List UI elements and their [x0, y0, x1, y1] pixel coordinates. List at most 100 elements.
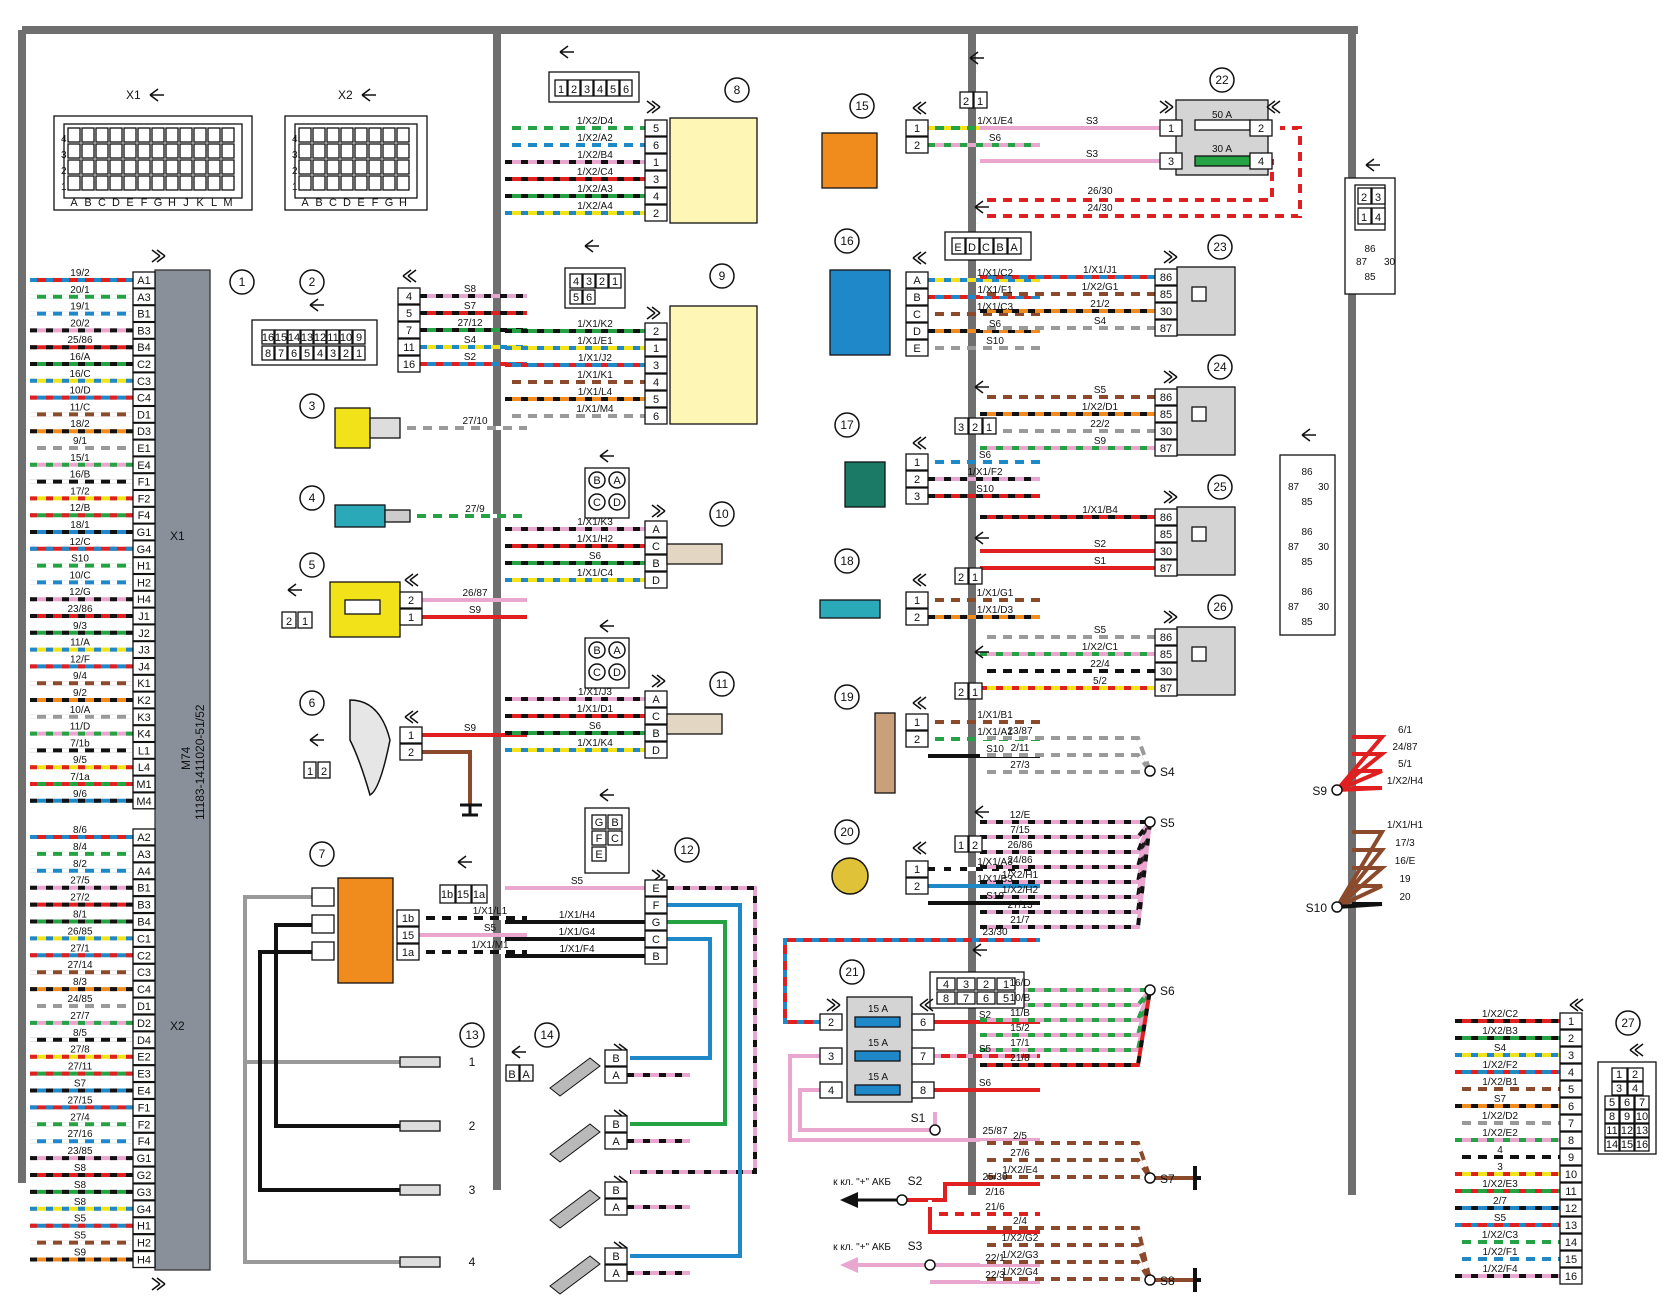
- ecu-x1-pin-box: [132, 792, 156, 810]
- component-3-number-text: 3: [309, 399, 316, 413]
- component-19-pin-box: [905, 730, 929, 748]
- ecu-x1-wire-label: 25/86: [67, 335, 92, 346]
- component-2-cell-label: 6: [291, 348, 297, 360]
- ecu-x1-face-pin-cell: [81, 175, 95, 191]
- component-12-pin-box: [644, 896, 668, 914]
- component-2-pin-label: 16: [403, 359, 415, 371]
- component-21-face-cell: [936, 977, 956, 991]
- splice-s5-dot: [1144, 816, 1156, 828]
- ecu-x1-pin-label: B1: [137, 309, 150, 321]
- component-23-pin-label: 86: [1160, 272, 1172, 284]
- relay-block-30: 30: [1318, 542, 1330, 553]
- component-27-face-label: 15: [1621, 1139, 1633, 1151]
- component-23-wire-label: 21/2: [1090, 299, 1110, 310]
- component-8-pin-box: [644, 153, 668, 171]
- component-9-face-label: 6: [586, 292, 592, 304]
- ecu-x2-wire-label: S5: [74, 1214, 87, 1225]
- component-8-wire-label: 1/X2/A4: [577, 201, 613, 212]
- component-15-face-cell: [973, 91, 988, 109]
- component-10-face-label: B: [593, 475, 600, 487]
- component-9-pin-box: [644, 322, 668, 340]
- component-27-face-label: 6: [1624, 1097, 1630, 1109]
- component-17-face-label: 3: [958, 422, 964, 434]
- component-10-sensor: [666, 543, 723, 565]
- ecu-x2-pin-box: [132, 845, 156, 863]
- splice-s10-wire: [1336, 902, 1383, 909]
- ecu-x1-wire-label: 10/A: [70, 705, 91, 716]
- ecu-x2-face-pin-cell: [354, 143, 368, 159]
- splice-s5-wire-label: 1/X2/H1: [1002, 870, 1039, 881]
- component-21-face-cell: [996, 977, 1016, 991]
- splice-s2-wire-label: 21/6: [985, 1202, 1005, 1213]
- ecu-x1-pin-box: [132, 775, 156, 793]
- component-12-wire-label: 1/X1/G4: [559, 927, 596, 938]
- splice-s5-wire-stripe: [980, 820, 1152, 839]
- component-12-wire-label: 1/X1/H4: [559, 910, 596, 921]
- component-10-wire-label: 1/X1/K3: [577, 517, 613, 528]
- component-27-wire-label: 1/X2/F2: [1482, 1060, 1517, 1071]
- ecu-x1-face-pin-cell: [109, 127, 123, 143]
- component-25-connector-mark: [1163, 490, 1178, 504]
- component-17-body: [844, 461, 886, 508]
- component-17-pin-label: 3: [914, 491, 920, 503]
- component-22-wire-label: 24/30: [1087, 203, 1112, 214]
- component-26-wire-label: 5/2: [1093, 676, 1107, 687]
- component-10-pin-label: C: [652, 541, 660, 553]
- splice-s7-label: S7: [1160, 1172, 1175, 1186]
- ecu-x1-face-pin-cell: [221, 143, 235, 159]
- component-9-wire-label: 1/X1/M4: [576, 404, 614, 415]
- component-3-body: [334, 407, 371, 449]
- splice-s7-wire-stripe: [980, 1158, 1152, 1180]
- splice-s4-dot: [1144, 765, 1156, 777]
- component-12-wire-label: 1/X1/F4: [559, 944, 594, 955]
- splice-s10-label: S10: [1306, 901, 1328, 915]
- component-16-face-cell: [979, 237, 994, 255]
- component-22-wire-label: 26/30: [1087, 186, 1112, 197]
- component-12-face-cell: [591, 830, 607, 846]
- component-2-pin-label: 5: [406, 308, 412, 320]
- component-18-plug-mark: [974, 531, 989, 545]
- component-7-pin-label: 15: [402, 930, 414, 942]
- component-26-pin-box: [1154, 645, 1178, 663]
- component-26-wire-label: 22/4: [1090, 659, 1110, 670]
- component-24-pin-box: [1154, 405, 1178, 423]
- ecu-x1-face-row-number: 1: [61, 182, 67, 193]
- ecu-x1-wire-label: 12/C: [69, 537, 90, 548]
- component-10-number-text: 10: [715, 507, 729, 521]
- component-9-pin-label: 6: [653, 411, 659, 423]
- component-5-pin-label: 2: [408, 595, 414, 607]
- ecu-x1-face-pin-cell: [165, 127, 179, 143]
- component-22-number: [1209, 67, 1235, 93]
- component-18-pin-box: [905, 591, 929, 609]
- ecu-x2-pin-box: [132, 1217, 156, 1235]
- component-2-connector-mark: [402, 269, 417, 283]
- component-27-face-label: 9: [1624, 1111, 1630, 1123]
- splice-s2-dot: [896, 1194, 908, 1206]
- ecu-x1-wire-label: 9/6: [73, 789, 87, 800]
- component-14-pin-label: A: [612, 1268, 620, 1280]
- ecu-x2-pin-label: B4: [137, 917, 150, 929]
- component-14-injector: [549, 1255, 601, 1295]
- component-25-pin-label: 86: [1160, 512, 1172, 524]
- component-13-spark-plug: [399, 1256, 441, 1268]
- relay-socket-cell-label: 1: [1361, 212, 1367, 224]
- component-27-face-cell: [1611, 1067, 1628, 1082]
- component-8-plug-mark: [559, 45, 574, 59]
- ecu-x1-plug-mark: [149, 88, 164, 102]
- component-27-face-label: 5: [1609, 1097, 1615, 1109]
- ecu-x1-pin-box: [132, 321, 156, 340]
- component-27-pin-label: 9: [1568, 1152, 1574, 1164]
- component-27-pin-box: [1559, 1182, 1583, 1200]
- component-9-face-cell: [569, 289, 583, 305]
- component-6-face-label: 2: [321, 766, 327, 778]
- relay-block-86: 86: [1301, 587, 1313, 598]
- splice-s4-wire-label: 2/11: [1011, 743, 1030, 754]
- ecu-x2-title: X2: [338, 88, 353, 102]
- ecu-x2-face-pin-cell: [326, 127, 340, 143]
- component-15-plug-mark: [969, 51, 984, 65]
- ecu-x2-wire-label: 8/5: [73, 1028, 87, 1039]
- ecu-x1-pin-label: K1: [137, 678, 150, 690]
- ecu-x2-pin-box: [132, 980, 156, 998]
- ecu-x1-face-pin-cell: [123, 159, 137, 175]
